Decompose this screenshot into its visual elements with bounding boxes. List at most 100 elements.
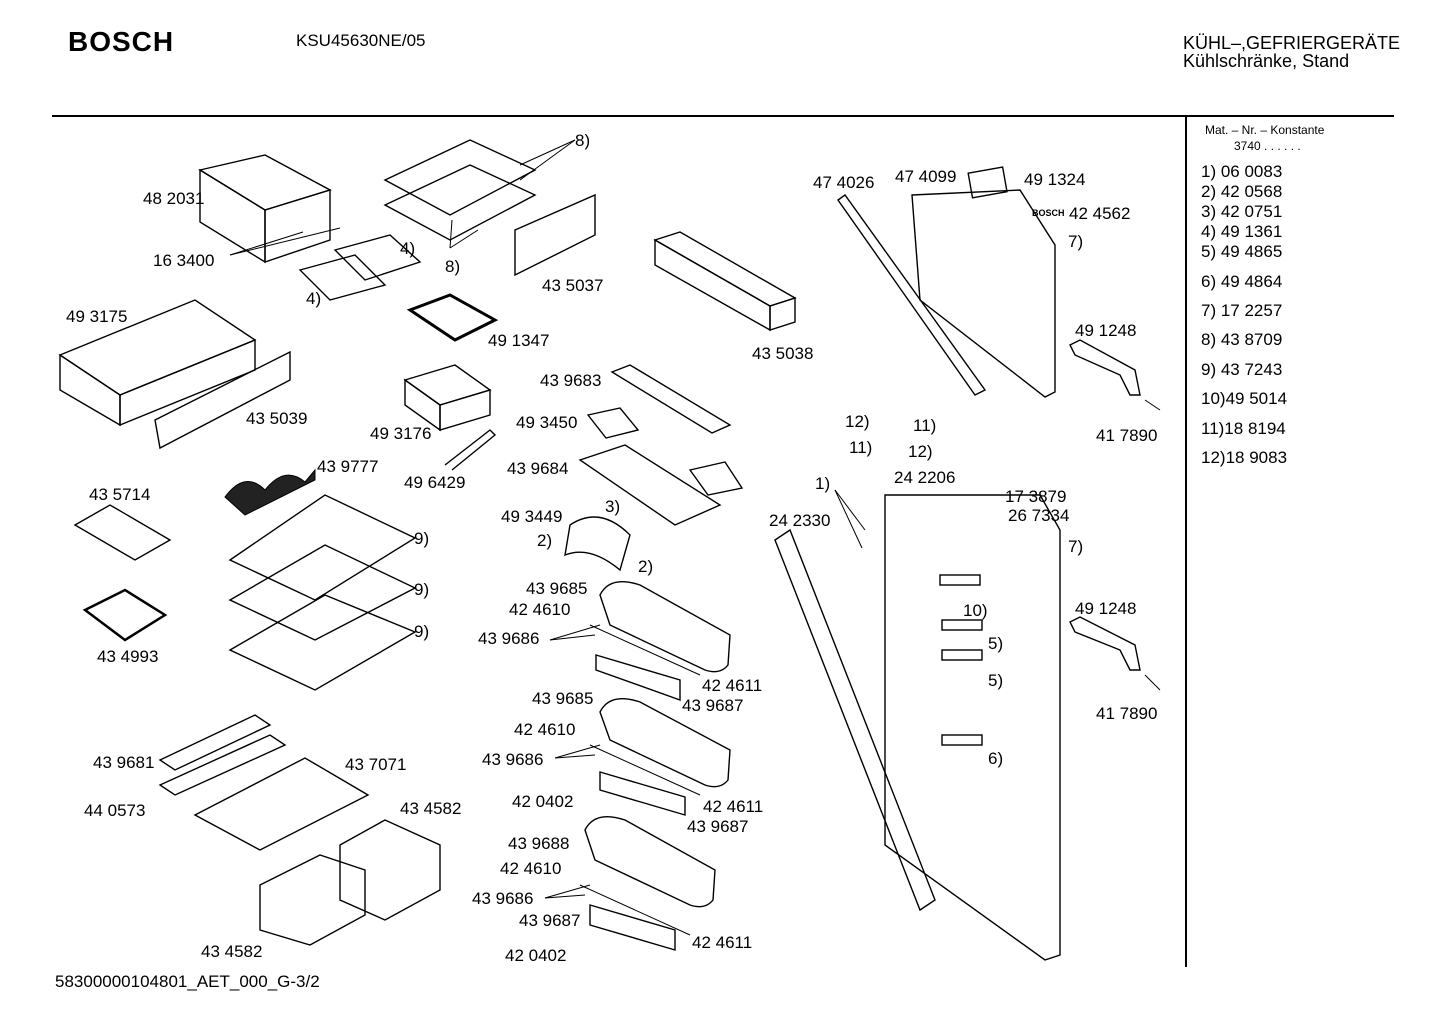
drawer-front-drawing <box>154 350 291 450</box>
callout: 49 3176 <box>370 424 432 443</box>
callout: 9) <box>414 622 430 641</box>
butter-compartment-drawing <box>578 444 722 526</box>
shelf-grid-drawing <box>383 139 576 249</box>
callout: 43 9681 <box>93 753 155 772</box>
callout: 4) <box>306 289 322 308</box>
callout: 24 2330 <box>769 511 831 530</box>
callout: 9) <box>414 580 430 599</box>
ice-tray-drawing <box>229 227 422 301</box>
brand-logo: BOSCH <box>68 26 175 57</box>
callout: 24 2206 <box>894 468 956 487</box>
category-subtitle: Kühlschränke, Stand <box>1183 51 1350 71</box>
callout: 49 1324 <box>1024 170 1086 189</box>
egg-tray-drawing-2 <box>688 461 744 496</box>
callout: 17 3879 <box>1005 487 1067 506</box>
egg-tray-holder-drawing <box>406 293 499 342</box>
flap-drawing <box>564 516 631 572</box>
handle-drawing-2 <box>1069 616 1141 671</box>
small-tray-drawing-2 <box>82 588 168 642</box>
legend-item: 7) 17 2257 <box>1201 301 1283 320</box>
callout: 41 7890 <box>1096 426 1158 445</box>
callout: 43 7071 <box>345 755 407 774</box>
legend-divider <box>1185 117 1187 967</box>
callout: 1) <box>815 474 831 493</box>
callout: 42 0402 <box>512 792 574 811</box>
callout: 43 5038 <box>752 344 814 363</box>
callout: 43 9685 <box>532 689 594 708</box>
callout: 12) <box>908 442 933 461</box>
callout: 42 4611 <box>702 676 763 695</box>
wine-rack-drawing <box>224 468 316 516</box>
door-balcony-drawing-2 <box>589 698 731 816</box>
callout: 43 9685 <box>526 579 588 598</box>
legend-item: 9) 43 7243 <box>1201 360 1283 379</box>
callout: 12) <box>845 412 870 431</box>
document-id-footer: 58300000104801_AET_000_G-3/2 <box>55 972 320 991</box>
callout: 2) <box>638 557 654 576</box>
callout: 44 0573 <box>84 801 146 820</box>
callout: 43 9683 <box>540 371 602 390</box>
freezer-door-drawing <box>837 166 1056 398</box>
callout: 43 5039 <box>246 409 308 428</box>
callout: 3) <box>605 497 621 516</box>
callout: 42 4562 <box>1069 204 1131 223</box>
callout: 8) <box>575 131 591 150</box>
callout: 26 7334 <box>1008 506 1070 525</box>
small-tray-drawing <box>73 504 172 561</box>
callout: 6) <box>988 749 1004 768</box>
legend-item: 3) 42 0751 <box>1201 202 1283 221</box>
callout: 43 9686 <box>482 750 544 769</box>
door-bin-drawing <box>653 231 797 332</box>
callout: 43 9777 <box>317 457 379 476</box>
callout: 8) <box>445 257 461 276</box>
callout: 43 9686 <box>472 889 534 908</box>
callout: 43 9688 <box>508 834 570 853</box>
category-title: KÜHL–,GEFRIERGERÄTE <box>1183 33 1401 53</box>
fridge-door-drawing <box>774 494 1061 961</box>
callout: 4) <box>400 239 416 258</box>
legend-item: 1) 06 0083 <box>1201 162 1283 181</box>
legend-item: 10)49 5014 <box>1201 389 1288 408</box>
callout: 42 4610 <box>514 720 576 739</box>
small-box-drawing <box>403 364 492 432</box>
callout: 43 5714 <box>89 485 151 504</box>
callout: 43 9686 <box>478 629 540 648</box>
callout: 43 9687 <box>519 911 581 930</box>
legend-item: 5) 49 4865 <box>1201 242 1283 261</box>
callout: 43 9684 <box>507 459 569 478</box>
glass-plate-drawing <box>193 757 370 851</box>
legend-item: 12)18 9083 <box>1201 448 1288 467</box>
callout: 47 4026 <box>813 173 875 192</box>
callout: 49 6429 <box>404 473 466 492</box>
callout: 43 4582 <box>201 942 263 961</box>
crisper-frame-drawing <box>198 154 332 264</box>
legend-heading: Mat. – Nr. – Konstante <box>1205 123 1325 137</box>
callout: 42 4611 <box>703 797 764 816</box>
callout: 49 3449 <box>501 507 563 526</box>
legend-item: 2) 42 0568 <box>1201 182 1283 201</box>
legend-constant: 3740 . . . . . . <box>1234 139 1301 153</box>
basket-drawing-1 <box>339 819 441 921</box>
callout: 47 4099 <box>895 167 957 186</box>
callout: 43 4582 <box>400 799 462 818</box>
legend-item: 6) 49 4864 <box>1201 272 1283 291</box>
basket-drawing-2 <box>259 854 366 946</box>
callout: 5) <box>988 671 1004 690</box>
glass-shelf-drawing <box>228 494 417 691</box>
egg-tray-drawing <box>586 407 640 439</box>
callout: 11) <box>913 416 937 435</box>
header-divider <box>52 115 1394 117</box>
model-number: KSU45630NE/05 <box>296 31 426 50</box>
bottle-shelf-drawing <box>610 364 732 434</box>
callout: 49 3175 <box>66 307 128 326</box>
callout: 48 2031 <box>143 189 205 208</box>
handle-drawing-1 <box>1069 339 1141 396</box>
legend-item: 4) 49 1361 <box>1201 222 1283 241</box>
callout: 5) <box>988 634 1004 653</box>
door-balcony-drawing-1 <box>589 581 731 701</box>
callout: 16 3400 <box>153 251 215 270</box>
callout: 2) <box>537 531 553 550</box>
callout: 43 4993 <box>97 647 159 666</box>
callout: 49 1347 <box>488 331 550 350</box>
